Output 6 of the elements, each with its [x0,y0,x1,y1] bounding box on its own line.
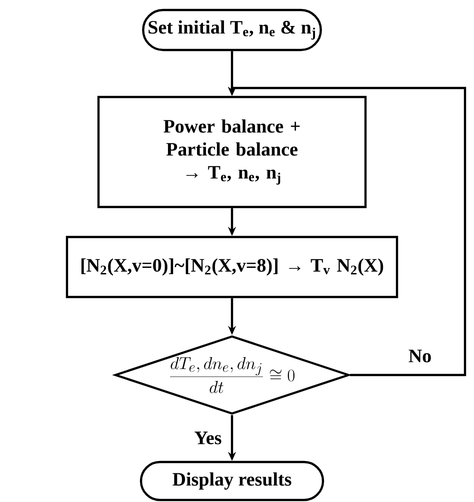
terminal-box: Set initial T$_{e}$, n$_{e}$ & n$_{j}$ [142,8,322,52]
edge-label: Yes [193,430,223,446]
edge-label: No [407,348,433,364]
process-box: Power balance + Particle balance → T$_{e}$, n$_{e}$, n$_{j}$ [97,96,367,208]
process-box: [N$_{2}$(X,v=0)]~[N$_{2}$(X,v=8)] → T$_{v}$ N$_{2}$(X) [66,236,398,298]
terminal-box: Display results [140,460,324,502]
